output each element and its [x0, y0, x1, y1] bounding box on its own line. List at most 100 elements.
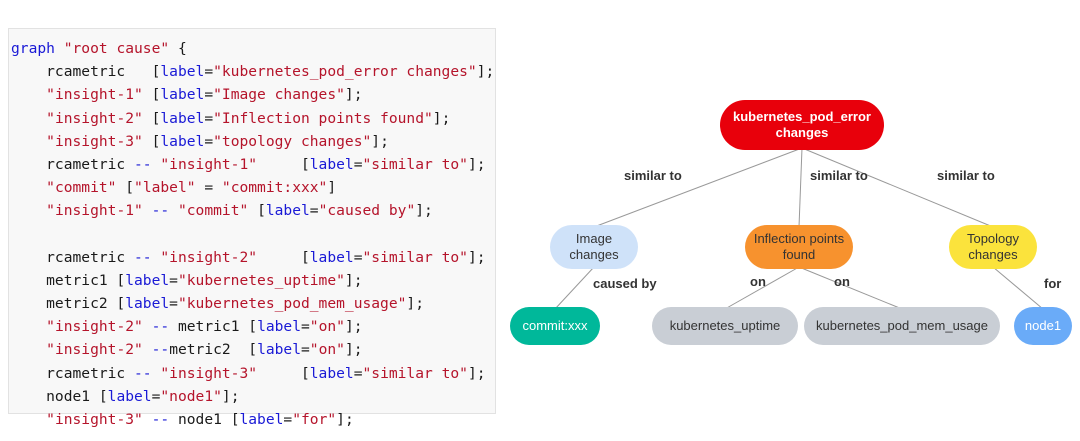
code-text: node1 [: [169, 411, 240, 428]
edge-insight3-node1: [992, 266, 1044, 310]
code-keyword: label: [257, 318, 301, 336]
code-keyword: label: [160, 109, 205, 127]
node-insight-2[interactable]: Inflection points found: [745, 225, 853, 269]
code-text: ];: [336, 411, 354, 428]
code-string: "kubernetes_pod_mem_usage": [177, 295, 407, 313]
code-keyword: --: [134, 248, 152, 266]
code-text: [: [116, 179, 135, 197]
code-string: "kubernetes_pod_error changes": [213, 63, 477, 81]
code-keyword: --: [151, 202, 170, 220]
code-keyword: label: [265, 202, 310, 220]
edge-label-similar-to: similar to: [937, 168, 995, 183]
code-line: metric2 [label="kubernetes_pod_mem_usage…: [11, 292, 494, 315]
code-text: =: [301, 318, 310, 336]
code-text: [143, 411, 152, 428]
code-string: "on": [309, 318, 345, 336]
code-text: ];: [344, 86, 363, 104]
code-keyword: --: [134, 155, 152, 173]
code-line: rcametric -- "insight-1" [label="similar…: [11, 153, 494, 176]
node-node1[interactable]: node1: [1014, 307, 1072, 345]
code-text: =: [169, 271, 178, 289]
code-text: [143, 318, 152, 335]
code-string: "topology changes": [213, 132, 372, 150]
code-keyword: graph: [11, 40, 55, 57]
code-text: ];: [467, 155, 486, 173]
node-commit[interactable]: commit:xxx: [510, 307, 600, 345]
code-line: metric1 [label="kubernetes_uptime"];: [11, 269, 494, 292]
node-root-metric[interactable]: kubernetes_pod_error changes: [720, 100, 884, 150]
code-text: =: [353, 364, 363, 382]
code-text: =: [195, 179, 222, 197]
node-label: node1: [1024, 318, 1062, 333]
code-text: =: [353, 248, 363, 266]
code-text: =: [204, 63, 214, 81]
code-string: "Image changes": [213, 86, 345, 104]
code-text: ];: [476, 63, 495, 81]
code-line: "commit" ["label" = "commit:xxx"]: [11, 176, 494, 199]
node-metric2[interactable]: kubernetes_pod_mem_usage: [804, 307, 1000, 345]
edge-label-similar-to: similar to: [810, 168, 868, 183]
code-text: =: [309, 202, 319, 220]
code-text: [: [257, 248, 310, 266]
code-keyword: label: [107, 387, 152, 405]
code-text: [11, 341, 46, 358]
code-text: [11, 86, 46, 103]
code-text: [11, 110, 46, 127]
node-insight-1[interactable]: Image changes: [550, 225, 638, 269]
node-metric1[interactable]: kubernetes_uptime: [652, 307, 798, 345]
code-text: [: [142, 132, 161, 150]
code-text: =: [204, 86, 214, 104]
code-block: graph "root cause" { rcametric [label="k…: [11, 37, 494, 431]
code-line: "insight-3" [label="topology changes"];: [11, 130, 494, 153]
node-label: kubernetes_pod_mem_usage: [815, 318, 988, 333]
code-line: "insight-2" --metric2 [label="on"];: [11, 338, 494, 361]
code-text: ];: [415, 202, 433, 220]
node-insight-3[interactable]: Topology changes: [949, 225, 1037, 269]
edge-root-insight1: [593, 147, 803, 228]
code-text: ];: [432, 109, 451, 127]
code-string: "insight-2": [46, 341, 143, 359]
code-string: "caused by": [318, 202, 416, 220]
code-string: "node1": [160, 387, 222, 405]
code-string: "insight-1": [46, 86, 143, 104]
code-string: "insight-2": [160, 248, 258, 266]
edge-label-on: on: [750, 274, 766, 289]
code-keyword: label: [160, 132, 205, 150]
edge-insight1-commit: [554, 266, 595, 310]
code-string: "commit": [177, 202, 249, 220]
code-text: [11, 202, 46, 219]
code-string: "insight-2": [46, 318, 143, 336]
code-keyword: label: [309, 364, 354, 382]
code-text: [: [142, 86, 161, 104]
graph-edges: [554, 147, 1044, 310]
code-text: ];: [406, 295, 424, 313]
code-text: ];: [467, 248, 486, 266]
edge-label-caused-by: caused by: [593, 276, 657, 291]
code-string: "insight-3": [46, 132, 143, 150]
code-text: metric1 [: [11, 271, 126, 289]
edge-label-for: for: [1044, 276, 1062, 291]
code-text: [11, 179, 46, 196]
code-text: metric1 [: [169, 318, 258, 336]
code-keyword: label: [160, 63, 205, 81]
edge-label-on: on: [834, 274, 850, 289]
code-text: metric2 [: [11, 295, 126, 313]
code-text: ];: [467, 364, 486, 382]
code-text: ]: [327, 179, 337, 197]
edge-label-similar-to: similar to: [624, 168, 682, 183]
code-text: [: [142, 109, 161, 127]
code-line: graph "root cause" {: [11, 37, 494, 60]
code-text: =: [169, 295, 178, 313]
code-line: "insight-1" [label="Image changes"];: [11, 83, 494, 106]
code-string: "on": [309, 341, 345, 359]
code-keyword: label: [160, 86, 205, 104]
code-text: =: [301, 341, 310, 359]
code-string: "kubernetes_uptime": [177, 271, 345, 289]
code-text: [11, 133, 46, 150]
code-keyword: --: [134, 364, 152, 382]
code-text: rcametric: [11, 155, 135, 173]
code-keyword: label: [309, 248, 354, 266]
code-line: [11, 223, 494, 246]
code-text: [11, 318, 46, 335]
code-text: [169, 202, 178, 219]
